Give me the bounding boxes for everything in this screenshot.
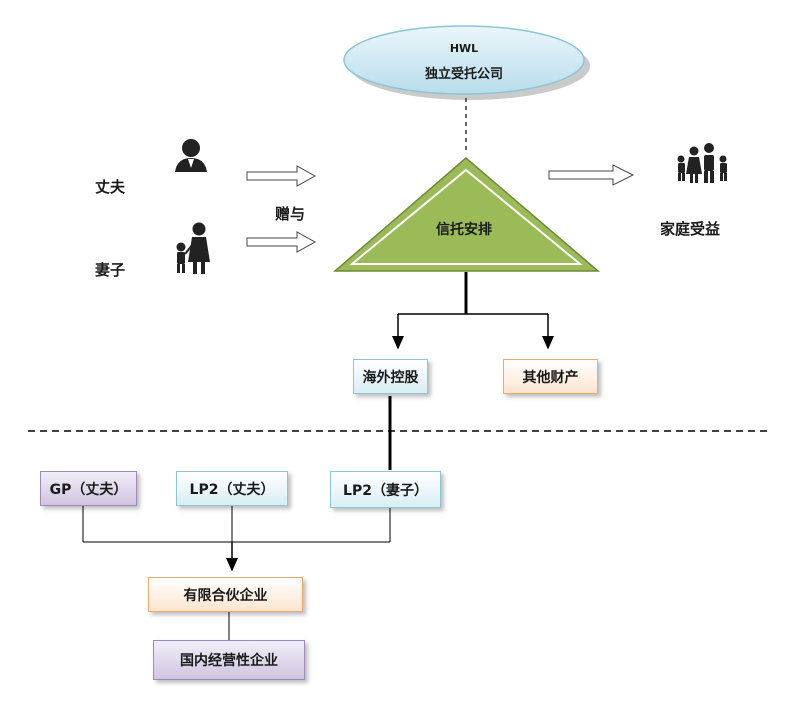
wife-child-icon	[176, 222, 210, 274]
offshore-holding-box: 海外控股	[353, 359, 428, 394]
trust-triangle	[332, 157, 601, 272]
other-assets-box: 其他财产	[503, 359, 598, 394]
trust-label: 信托安排	[436, 222, 492, 238]
beneficiary-arrow	[548, 164, 635, 186]
gift-label: 赠与	[275, 205, 306, 223]
company-abbr: HWL	[449, 42, 479, 55]
husband-person-icon	[175, 139, 207, 172]
company-ellipse	[343, 25, 585, 95]
gp-husband-box: GP（丈夫）	[40, 471, 137, 506]
lp-husband-box: LP2（丈夫）	[176, 471, 288, 506]
wife-gift-arrow	[246, 231, 317, 253]
beneficiary-label: 家庭受益	[660, 220, 721, 238]
limited-partnership-box: 有限合伙企业	[148, 577, 303, 612]
husband-label: 丈夫	[95, 178, 126, 196]
family-icon	[677, 143, 727, 183]
company-name: 独立受托公司	[424, 67, 503, 82]
husband-gift-arrow	[246, 165, 317, 187]
trust-triangle-inner	[349, 168, 583, 265]
lp-wife-box: LP2（妻子）	[330, 471, 441, 508]
wife-label: 妻子	[95, 261, 126, 279]
domestic-operating-company-box: 国内经营性企业	[153, 640, 305, 680]
